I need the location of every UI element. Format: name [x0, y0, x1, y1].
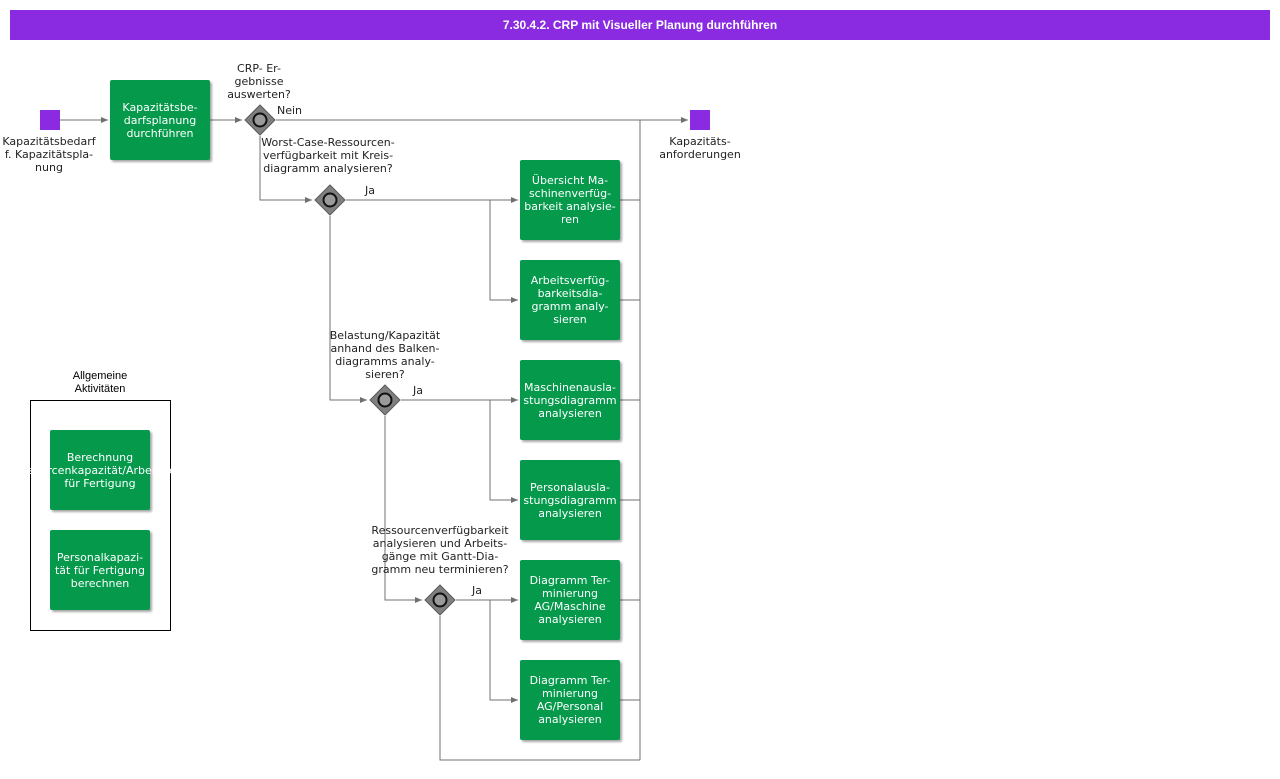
flow-g2-to-t3 — [489, 200, 518, 303]
flow-g3-to-g4 — [384, 416, 422, 603]
flow-g1-to-g2 — [259, 136, 312, 203]
flow-label-ja-2: Ja — [413, 384, 423, 397]
diagram-title: 7.30.4.2. CRP mit Visueller Planung durc… — [10, 10, 1270, 40]
flow-g4-to-t7 — [489, 600, 518, 703]
task-kapazitaetsbedarfsplanung[interactable]: Kapazitätsbe- darfsplanung durchführen — [110, 80, 210, 160]
flow-g4-bottom-return — [439, 616, 640, 761]
flow-g3-to-t5 — [489, 400, 518, 503]
task-terminierung-ag-maschine[interactable]: Diagramm Ter- minierung AG/Maschine anal… — [520, 560, 620, 640]
gateway-crp-ergebnisse[interactable] — [244, 104, 276, 136]
task-personalauslastungsdiagramm[interactable]: Personalausla- stungsdiagramm analysiere… — [520, 460, 620, 540]
gateway-label-worst-case: Worst-Case-Ressourcen- verfügbarkeit mit… — [261, 136, 395, 175]
flow-label-ja-3: Ja — [472, 584, 482, 597]
flow-label-ja-1: Ja — [365, 184, 375, 197]
gateway-worst-case[interactable] — [314, 184, 346, 216]
start-event — [40, 110, 60, 130]
task-terminierung-ag-personal[interactable]: Diagramm Ter- minierung AG/Personal anal… — [520, 660, 620, 740]
gateway-belastung-kapazitaet[interactable] — [369, 384, 401, 416]
flow-g2-to-g3 — [329, 216, 367, 403]
legend-title: Allgemeine Aktivitäten — [72, 370, 128, 395]
legend-task-berechnung-ressourcenkapazitaet[interactable]: Berechnung Ressourcenkapazität/Arbeitspl… — [8, 430, 192, 510]
gateway-label-belastung: Belastung/Kapazität anhand des Balken- d… — [329, 329, 441, 381]
task-uebersicht-maschinenverfuegbarkeit[interactable]: Übersicht Ma- schinenverfüg- barkeit ana… — [520, 160, 620, 240]
start-event-label: Kapazitätsbedarf f. Kapazitätspla- nung — [2, 135, 96, 174]
legend-box — [30, 400, 171, 631]
gateway-ressourcenverfuegbarkeit[interactable] — [424, 584, 456, 616]
end-event — [690, 110, 710, 130]
end-event-label: Kapazitäts- anforderungen — [659, 135, 741, 161]
task-arbeitsverfuegbarkeitsdiagramm[interactable]: Arbeitsverfüg- barkeitsdia- gramm analy-… — [520, 260, 620, 340]
legend-task-personalkapazitaet[interactable]: Personalkapazi- tät für Fertigung berech… — [50, 530, 150, 610]
task-maschinenauslastungsdiagramm[interactable]: Maschinenausla- stungsdiagramm analysier… — [520, 360, 620, 440]
gateway-label-crp: CRP- Er- gebnisse auswerten? — [227, 62, 291, 101]
flow-label-nein: Nein — [277, 104, 303, 117]
gateway-label-ressourcen: Ressourcenverfügbarkeit analysieren und … — [371, 524, 509, 576]
